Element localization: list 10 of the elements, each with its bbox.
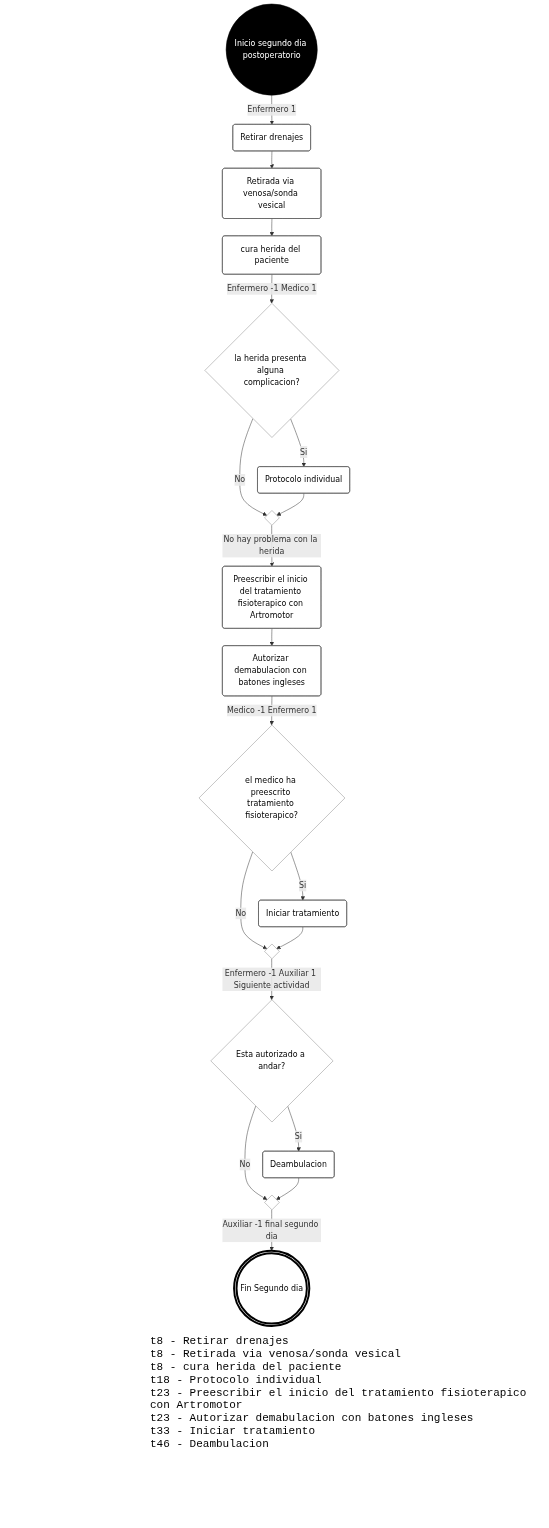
node-diamond [264,1194,280,1211]
task-note: t33 - Iniciar tratamiento [150,1425,317,1437]
task-note: t46 - Deambulacion [150,1438,270,1450]
node-diamond [264,943,280,960]
task-note: t8 - cura herida del paciente [150,1361,343,1373]
task-note: t18 - Protocolo individual [150,1374,323,1386]
task-note: t8 - Retirada via venosa/sonda vesical [150,1348,402,1360]
node-diamond [264,510,280,526]
task-note: t23 - Autorizar demabulacion con batones ingleses [150,1412,475,1424]
task-note: t8 - Retirar drenajes [150,1335,290,1347]
